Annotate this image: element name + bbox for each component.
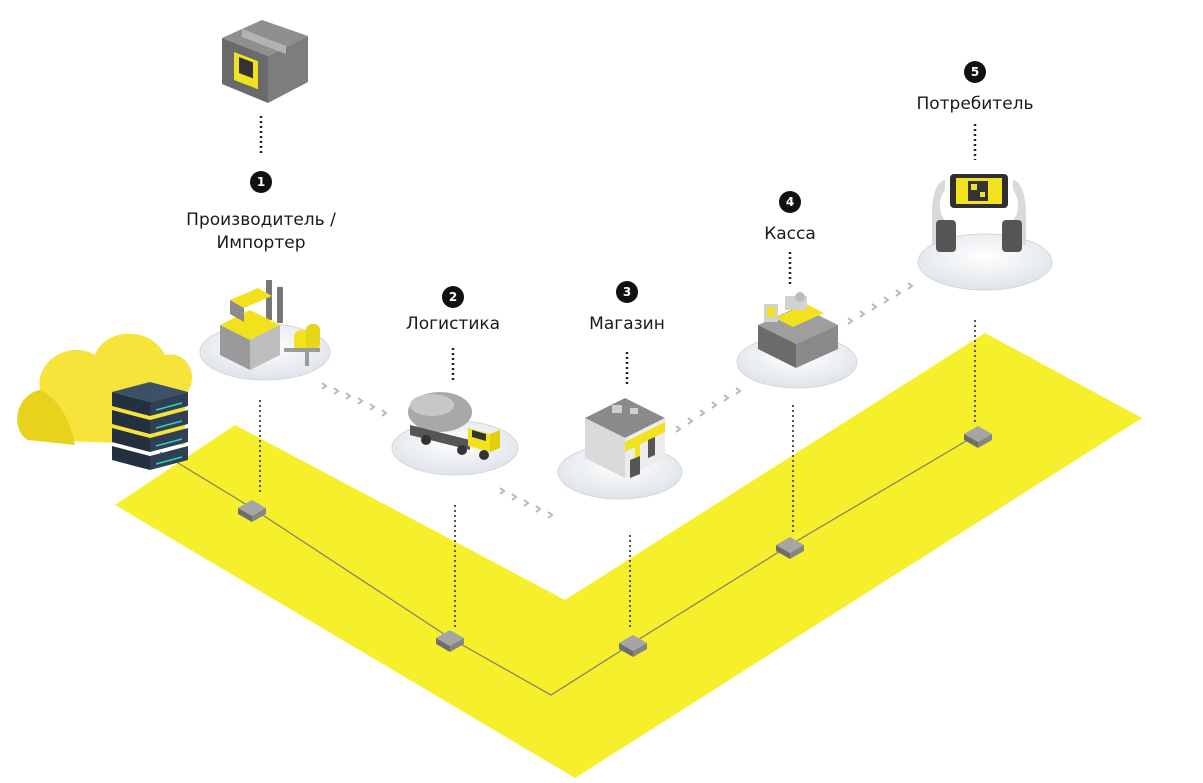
stage-5-label: Потребитель (895, 93, 1055, 116)
cash-register-icon (758, 292, 838, 368)
label-connectors (259, 116, 977, 386)
factory-icon (220, 280, 320, 370)
stage-3-badge: 3 (616, 281, 638, 303)
stage-4-badge: 4 (779, 191, 801, 213)
cloud-icon (17, 333, 193, 445)
cardboard-box-icon (222, 20, 308, 103)
stage-2-label: Логистика (373, 313, 533, 336)
stage-1-label-line-2: Импортер (216, 233, 306, 253)
tanker-truck-icon (408, 392, 500, 460)
stage-1-label-line-1: Производитель / (186, 210, 336, 230)
store-icon (585, 398, 665, 478)
flow-arrows (321, 282, 914, 519)
stage-4-label-line-1: Касса (764, 224, 816, 244)
stage-2-badge: 2 (442, 286, 464, 308)
ground-band (115, 333, 1142, 778)
network-nodes (238, 426, 992, 657)
stage-1-label: Производитель / Импортер (150, 209, 372, 255)
stage-1-badge: 1 (250, 171, 272, 193)
stage-3-label: Магазин (547, 313, 707, 336)
stage-5-badge: 5 (964, 61, 986, 83)
phone-scan-icon (932, 174, 1026, 252)
stage-4-label: Касса (710, 223, 870, 246)
drop-lines (259, 320, 976, 628)
stage-5-label-line-1: Потребитель (916, 94, 1034, 114)
server-rack-icon (112, 382, 188, 470)
stage-3-label-line-1: Магазин (589, 314, 665, 334)
stage-2-label-line-1: Логистика (405, 314, 501, 334)
